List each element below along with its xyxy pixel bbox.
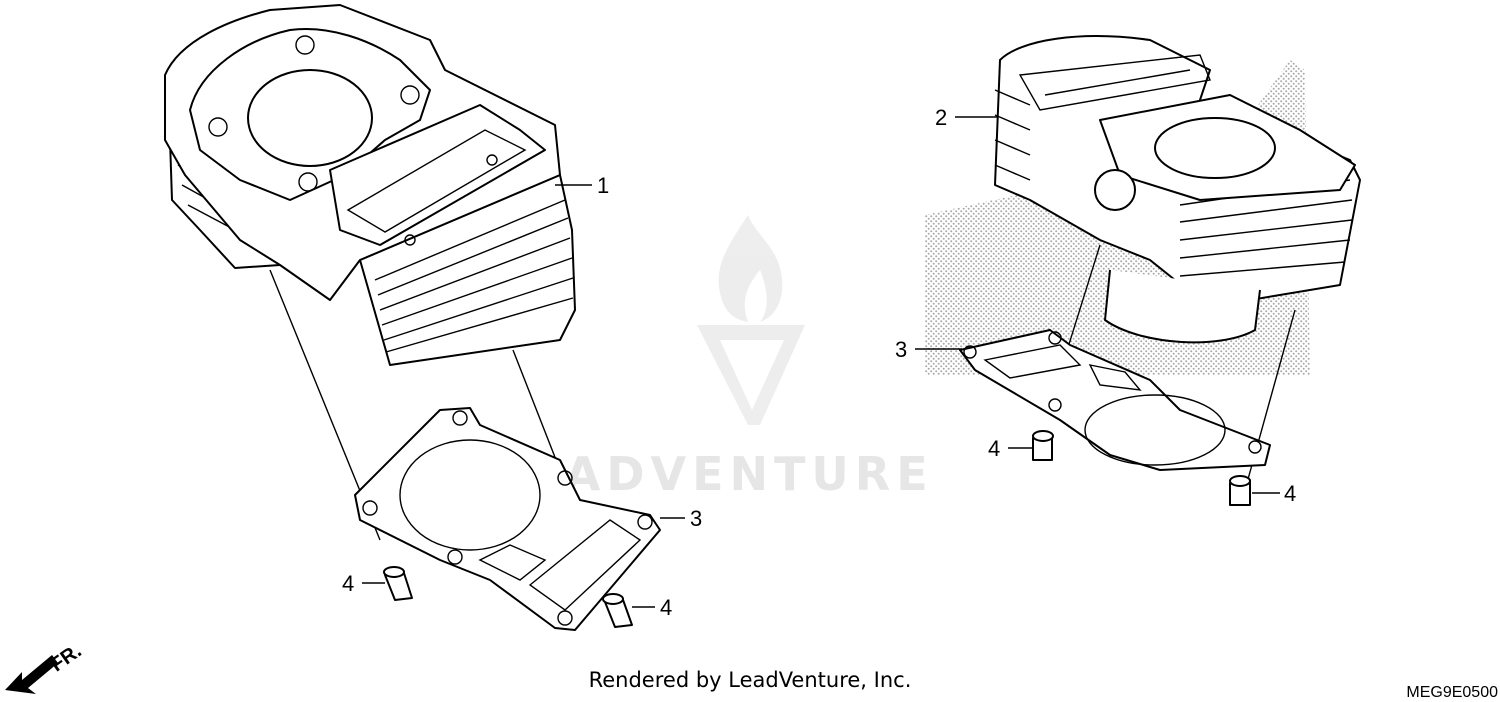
callout-4-right-a: 4 [988, 436, 1000, 461]
cylinder-left [164, 4, 576, 366]
callout-4-right-b: 4 [1284, 481, 1296, 506]
dowel-pin-right-b [1229, 475, 1251, 506]
dowel-pin-left-a [383, 566, 413, 601]
callout-leaders-right [915, 116, 1280, 494]
dowel-pin-right-a [1032, 430, 1054, 461]
callout-3-left: 3 [690, 506, 702, 531]
callout-leaders-left [362, 184, 685, 608]
diagram-code: MEG9E0500 [1406, 684, 1498, 701]
callout-4-left-a: 4 [342, 571, 354, 596]
cylinder-right [994, 35, 1361, 344]
rendered-by-caption: Rendered by LeadVenture, Inc. [588, 668, 912, 692]
dowel-pin-left-b [602, 593, 633, 628]
watermark-logo [697, 215, 805, 425]
callout-2: 2 [935, 105, 947, 130]
callout-1: 1 [597, 173, 609, 198]
callout-4-left-b: 4 [660, 595, 672, 620]
gasket-right [959, 329, 1271, 471]
gasket-left [354, 407, 661, 631]
callout-3-right: 3 [895, 337, 907, 362]
